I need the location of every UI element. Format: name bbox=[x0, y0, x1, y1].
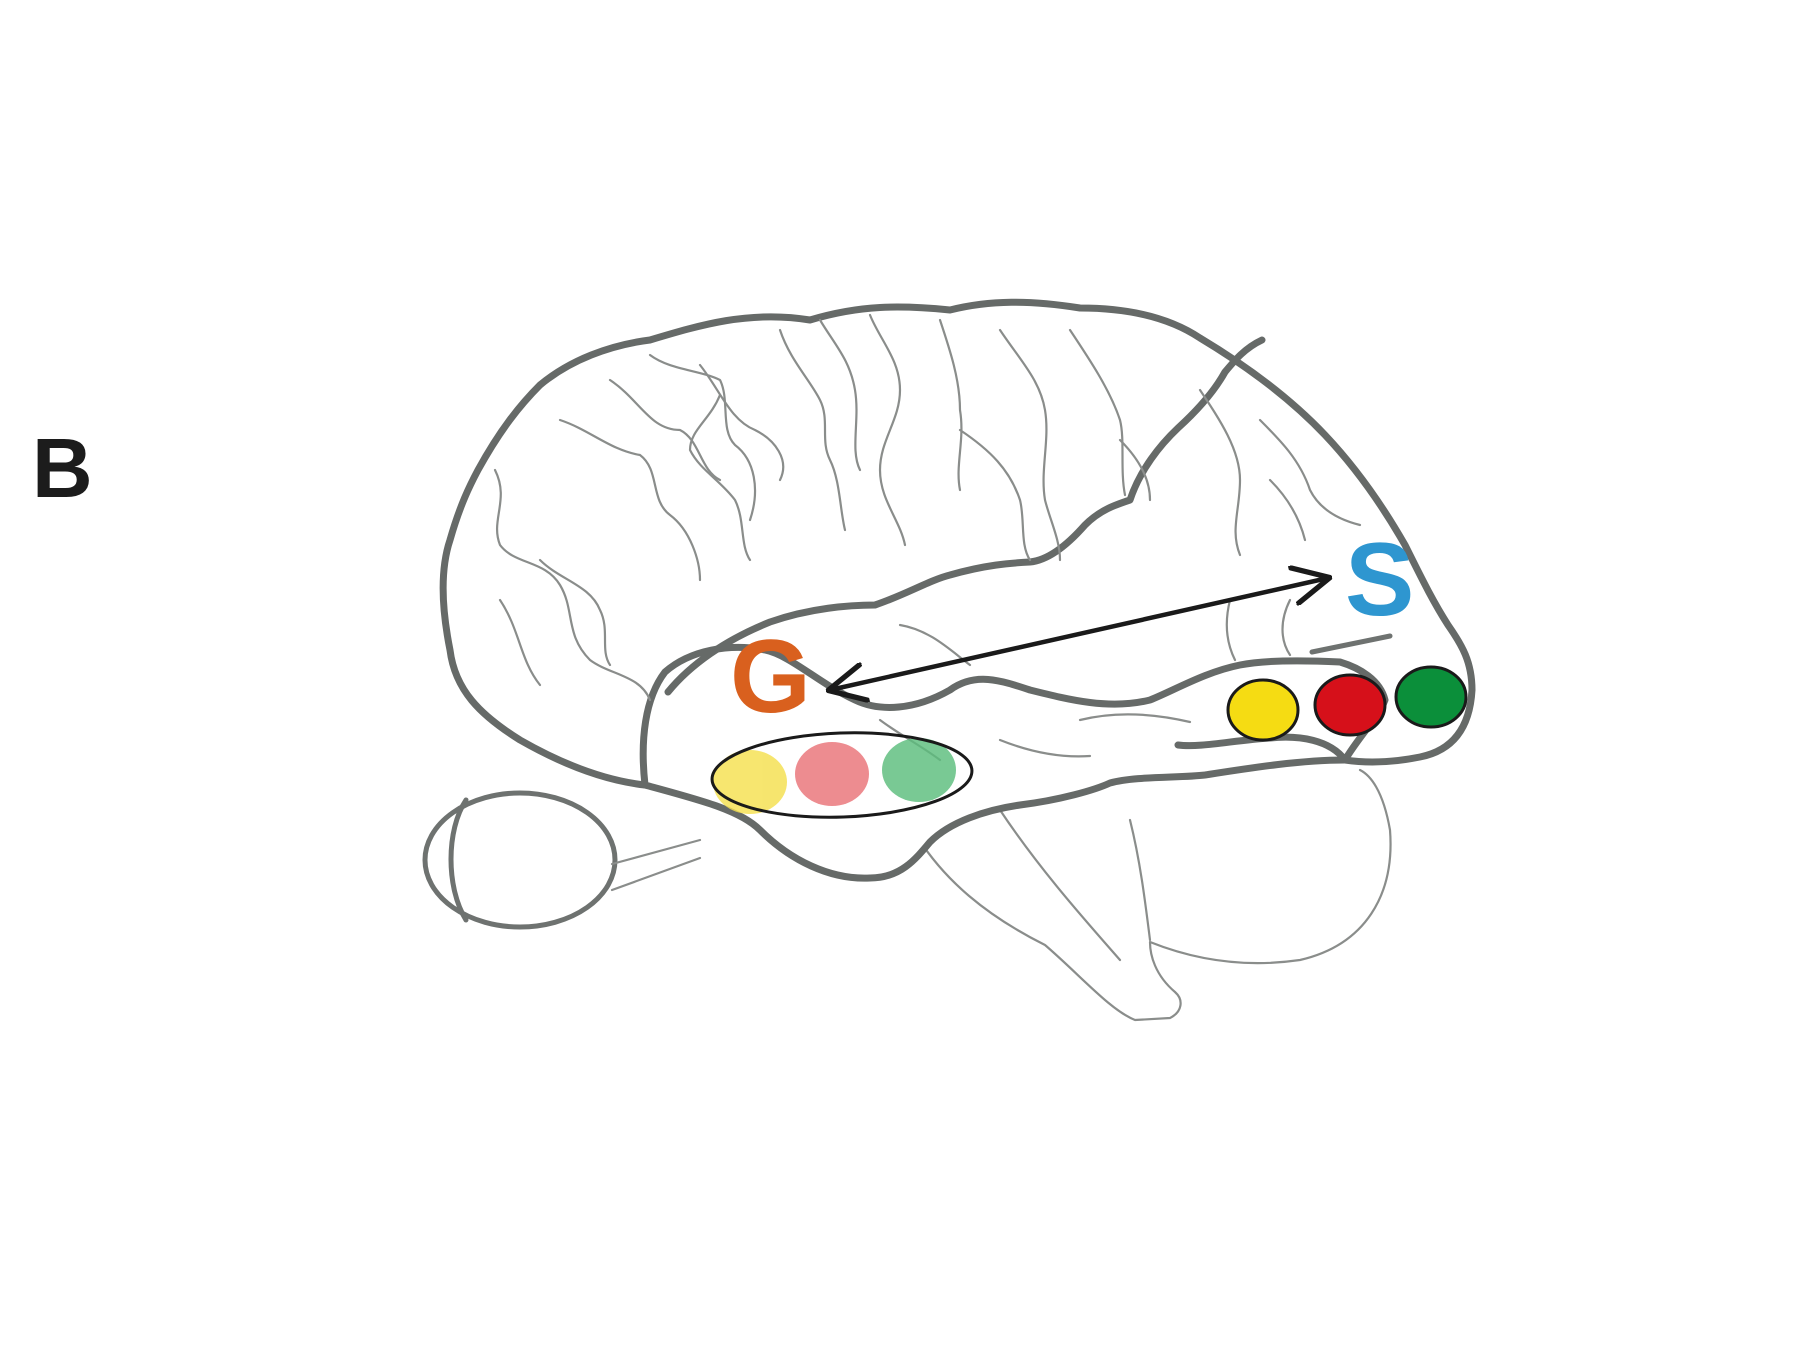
panel-label: B bbox=[32, 421, 93, 515]
temporal-dot-group bbox=[713, 738, 956, 814]
cerebellum-brainstem bbox=[916, 768, 1392, 1022]
temporal-dot-green bbox=[882, 738, 956, 802]
optic-nerve bbox=[610, 838, 702, 892]
frontal-dot-yellow bbox=[1226, 678, 1300, 742]
lateral-fissure bbox=[664, 336, 1266, 696]
temporal-group-ellipse bbox=[710, 731, 974, 819]
frontal-dot-green bbox=[1394, 665, 1468, 729]
bidirectional-arrow bbox=[830, 578, 1328, 690]
temporal-dot-red bbox=[795, 742, 869, 806]
region-label-s: S bbox=[1345, 522, 1414, 638]
eye bbox=[422, 790, 618, 930]
frontal-dot-red bbox=[1313, 673, 1387, 737]
temporal-dot-yellow bbox=[713, 750, 787, 814]
region-label-g: G bbox=[730, 619, 811, 735]
